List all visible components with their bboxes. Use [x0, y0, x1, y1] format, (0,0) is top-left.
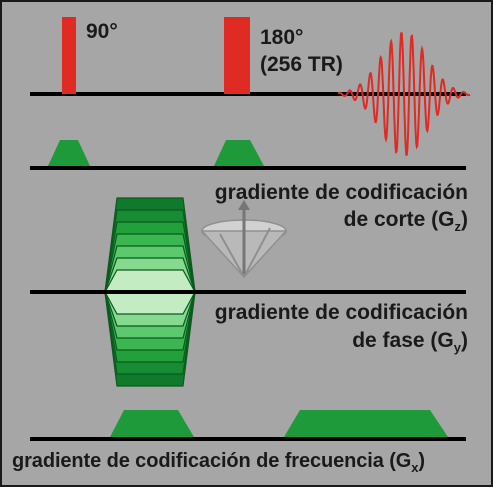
slice-gradient-label-line1: gradiente de codificación — [214, 181, 468, 204]
slice-gradient-lobe-1 — [48, 140, 90, 166]
echo-signal-icon — [337, 32, 471, 156]
phase-gradient-label-line1: gradiente de codificación — [214, 301, 468, 324]
frequency-gradient-label: gradiente de codificación de frecuencia … — [12, 450, 425, 475]
slice-gradient-lobe-2 — [214, 140, 264, 166]
phase-gradient-label-line2: de fase (Gy) — [352, 329, 468, 355]
phase-step-negative — [103, 291, 197, 315]
frequency-dephase-lobe — [110, 410, 194, 437]
rf-pulse-90 — [62, 17, 76, 94]
precessing-spin-icon — [200, 200, 288, 279]
rf-pulse-180 — [224, 17, 250, 94]
pulse-90-label: 90° — [86, 20, 118, 43]
pulse-180-label-line1: 180° — [260, 26, 304, 49]
slice-gradient-label-line2: de corte (Gz) — [343, 208, 468, 234]
frequency-readout-lobe — [284, 410, 448, 437]
phase-step-positive — [103, 269, 197, 293]
echo-waveform — [337, 32, 471, 156]
pulse-180-label-line2: (256 TR) — [260, 53, 343, 76]
phase-encoding-table — [103, 197, 197, 387]
